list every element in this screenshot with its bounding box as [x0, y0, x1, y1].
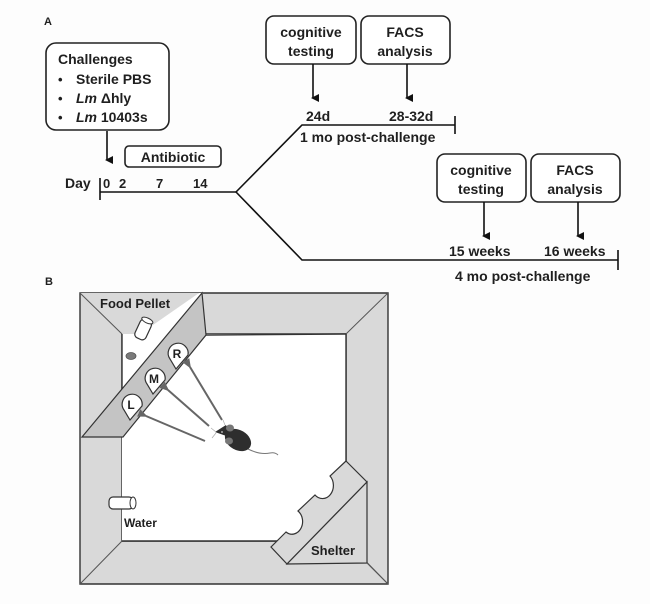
timeline-branch-1mo	[235, 124, 455, 193]
panel-b-label: B	[45, 276, 53, 288]
challenge-item: • Lm Δhly	[58, 90, 131, 106]
time-15-weeks: 15 weeks	[449, 243, 511, 259]
shelter	[270, 460, 389, 585]
shelter-label: Shelter	[311, 543, 355, 558]
challenges-title: Challenges	[58, 51, 133, 67]
day-tick: 2	[119, 176, 126, 191]
facs-analysis-box-1mo: FACS analysis	[360, 15, 451, 65]
day-tick: 14	[193, 176, 208, 191]
timeline-branch-4mo	[235, 191, 618, 261]
svg-text:R: R	[173, 347, 182, 361]
food-pellet-dispenser-icon	[134, 316, 154, 341]
svg-text:FACS: FACS	[386, 24, 423, 40]
svg-text:•: •	[58, 72, 63, 87]
caption-4mo: 4 mo post-challenge	[455, 268, 591, 284]
svg-text:L: L	[127, 398, 134, 412]
antibiotic-label: Antibiotic	[141, 149, 206, 165]
svg-text:FACS: FACS	[556, 162, 593, 178]
time-16-weeks: 16 weeks	[544, 243, 606, 259]
mouse-icon	[210, 419, 279, 456]
svg-text:M: M	[149, 372, 159, 386]
hole-r: R	[167, 342, 189, 371]
hole-m: M	[144, 367, 166, 396]
choice-arrow-m	[159, 381, 210, 427]
choice-arrow-r	[182, 358, 223, 421]
challenge-item: • Lm 10403s	[58, 109, 148, 125]
svg-text:•: •	[58, 110, 63, 125]
svg-text:testing: testing	[288, 43, 334, 59]
hole-l: L	[121, 393, 143, 422]
cognitive-testing-box-1mo: cognitive testing	[265, 15, 357, 65]
time-24d: 24d	[306, 108, 330, 124]
arena: Food Pellet R M L	[79, 291, 389, 585]
panel-a-label: A	[44, 16, 52, 28]
svg-text:Sterile PBS: Sterile PBS	[76, 71, 151, 87]
choice-arrow-l	[137, 409, 206, 442]
svg-text:Lm Δhly: Lm Δhly	[76, 90, 131, 106]
caption-1mo: 1 mo post-challenge	[300, 129, 436, 145]
day-label: Day	[65, 175, 91, 191]
food-pellet-area	[79, 291, 347, 438]
svg-text:Lm 10403s: Lm 10403s	[76, 109, 148, 125]
svg-text:cognitive: cognitive	[280, 24, 342, 40]
challenge-item: • Sterile PBS	[58, 71, 151, 87]
svg-text:analysis: analysis	[547, 181, 602, 197]
antibiotic-box: Antibiotic	[124, 145, 222, 168]
food-pellet-icon	[125, 352, 137, 360]
food-pellet-label: Food Pellet	[100, 296, 171, 311]
day-tick: 7	[156, 176, 163, 191]
svg-text:analysis: analysis	[377, 43, 432, 59]
svg-text:cognitive: cognitive	[450, 162, 512, 178]
time-28-32d: 28-32d	[389, 108, 433, 124]
cognitive-testing-box-4mo: cognitive testing	[436, 153, 527, 203]
svg-text:testing: testing	[458, 181, 504, 197]
svg-text:•: •	[58, 91, 63, 106]
water-bottle-icon	[108, 496, 137, 510]
water-label: Water	[124, 516, 157, 530]
challenges-box: Challenges • Sterile PBS • Lm Δhly • Lm …	[45, 42, 170, 131]
partition-wall	[80, 291, 207, 438]
day-tick: 0	[103, 176, 110, 191]
facs-analysis-box-4mo: FACS analysis	[530, 153, 621, 203]
